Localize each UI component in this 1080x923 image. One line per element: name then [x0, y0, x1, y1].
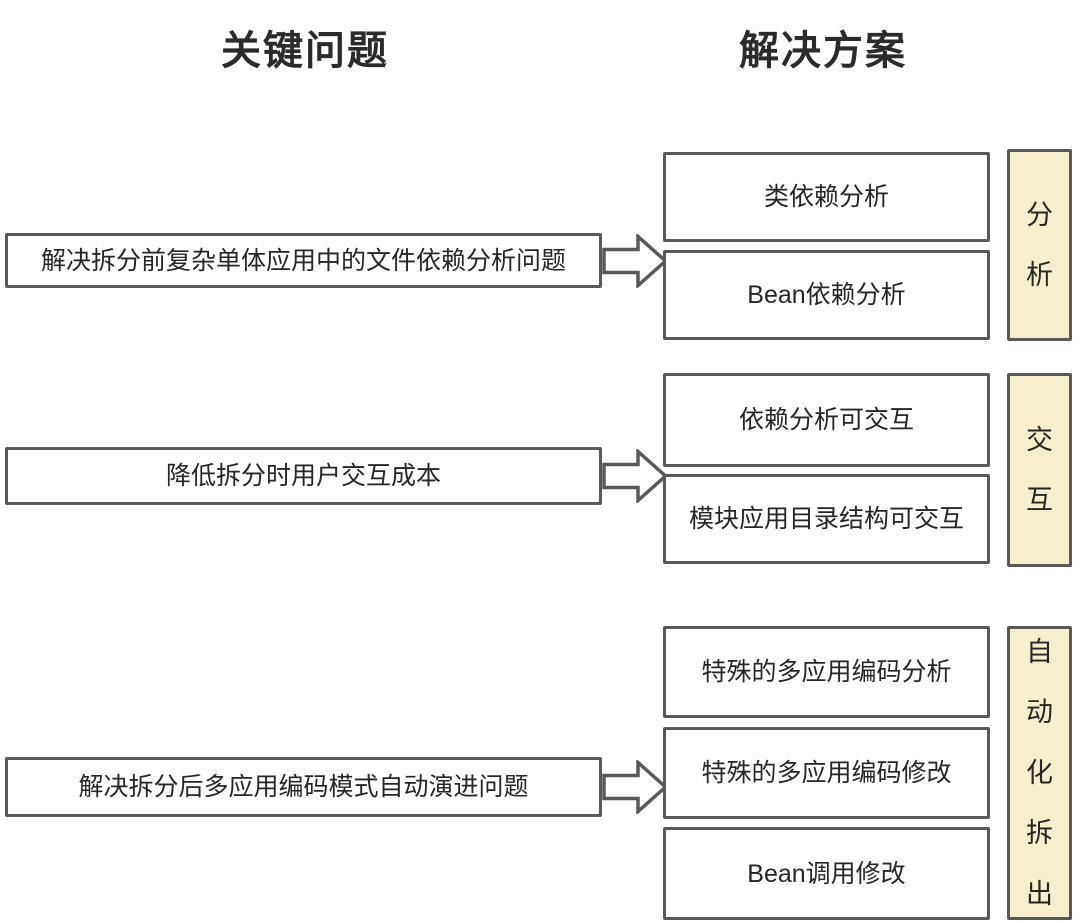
category-label: 交互	[1007, 373, 1072, 567]
solution-box: 特殊的多应用编码分析	[663, 626, 990, 718]
solution-box: 类依赖分析	[663, 152, 990, 242]
solution-box: 特殊的多应用编码修改	[663, 727, 990, 819]
right-arrow-icon	[602, 760, 668, 814]
column-header-solutions: 解决方案	[739, 29, 907, 73]
column-header-problems: 关键问题	[221, 29, 389, 73]
solution-box: 依赖分析可交互	[663, 373, 990, 467]
solution-box: Bean依赖分析	[663, 250, 990, 340]
category-label: 分析	[1007, 149, 1072, 341]
solution-box: Bean调用修改	[663, 827, 990, 920]
solution-box: 模块应用目录结构可交互	[663, 474, 990, 564]
right-arrow-icon	[602, 449, 668, 503]
problem-box: 降低拆分时用户交互成本	[5, 447, 602, 505]
right-arrow-icon	[602, 234, 668, 288]
problem-box: 解决拆分后多应用编码模式自动演进问题	[5, 757, 602, 817]
category-label: 自动化拆出	[1007, 626, 1072, 920]
problem-box: 解决拆分前复杂单体应用中的文件依赖分析问题	[5, 233, 602, 288]
